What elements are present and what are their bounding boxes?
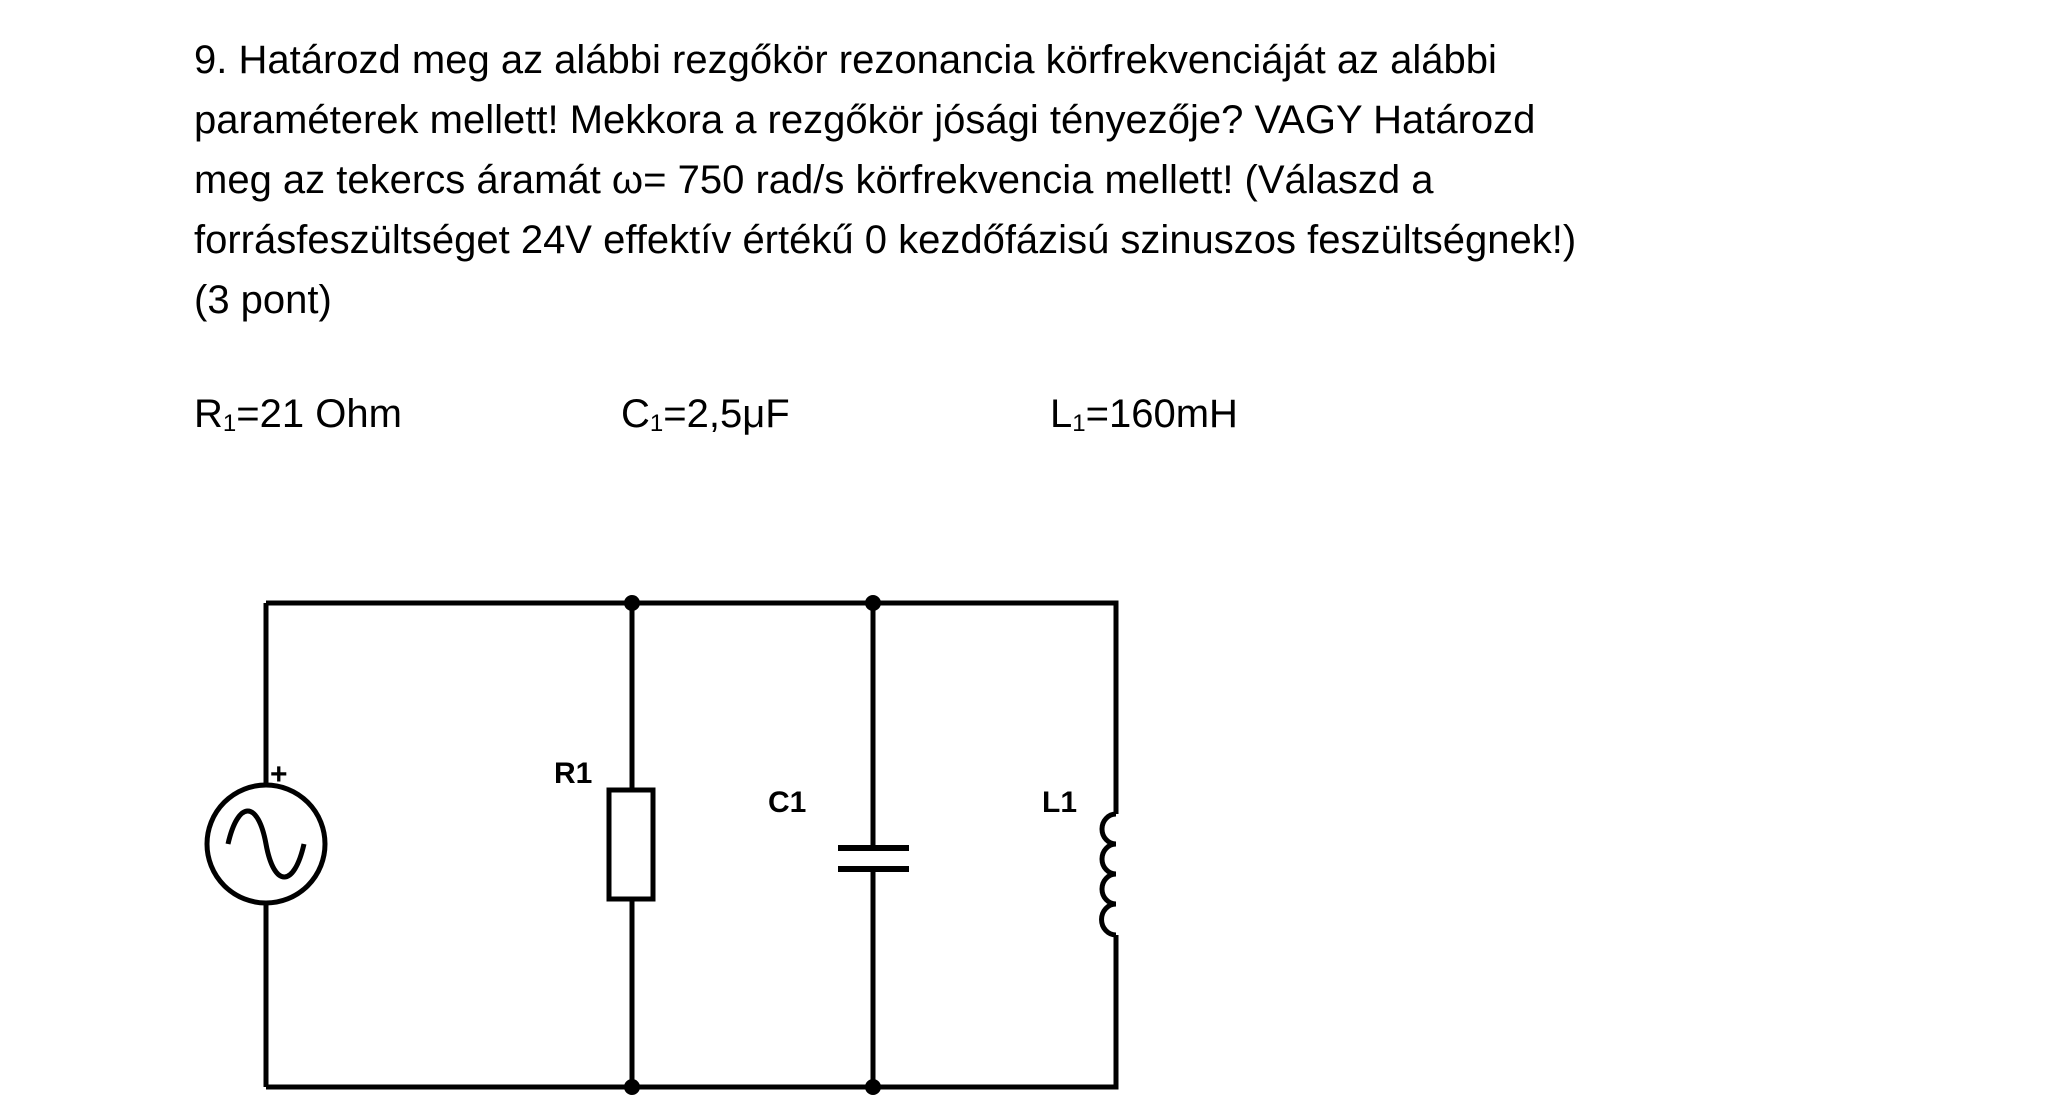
junction-dot <box>624 595 640 611</box>
param-symbol: C <box>621 392 650 436</box>
capacitor-label: C1 <box>768 786 806 819</box>
param-symbol: R <box>194 392 223 436</box>
param-subscript: 1 <box>1072 410 1086 437</box>
question-text: 9. Határozd meg az alábbi rezgőkör rezon… <box>194 30 1914 330</box>
question-line: (3 pont) <box>194 278 332 322</box>
param-r1: R1=21 Ohm <box>194 392 402 438</box>
source-polarity-label: + <box>270 758 288 791</box>
inductor-label: L1 <box>1042 786 1077 819</box>
question-line: meg az tekercs áramát ω= 750 rad/s körfr… <box>194 158 1434 202</box>
junction-dot <box>624 1079 640 1095</box>
param-value: =2,5μF <box>663 392 790 436</box>
param-l1: L1=160mH <box>1050 392 1238 438</box>
ac-source-icon <box>204 782 328 906</box>
resistor-label: R1 <box>554 757 592 790</box>
question-line: 9. Határozd meg az alábbi rezgőkör rezon… <box>194 38 1497 82</box>
param-symbol: L <box>1050 392 1073 436</box>
param-subscript: 1 <box>649 410 664 437</box>
question-line: paraméterek mellett! Mekkora a rezgőkör … <box>194 98 1536 142</box>
param-value: =21 Ohm <box>236 392 402 436</box>
param-value: =160mH <box>1085 392 1238 436</box>
junction-dot <box>865 1079 881 1095</box>
junction-dot <box>865 595 881 611</box>
question-line: forrásfeszültséget 24V effektív értékű 0… <box>194 218 1577 262</box>
capacitor-symbol <box>838 845 909 872</box>
wire-top <box>266 600 1119 814</box>
inductor-symbol <box>1099 811 1117 938</box>
param-subscript: 1 <box>222 410 237 437</box>
resistor-symbol <box>606 787 656 902</box>
sine-wave-icon <box>225 808 307 880</box>
param-c1: C1=2,5μF <box>621 392 790 438</box>
wire-bottom <box>266 935 1119 1090</box>
